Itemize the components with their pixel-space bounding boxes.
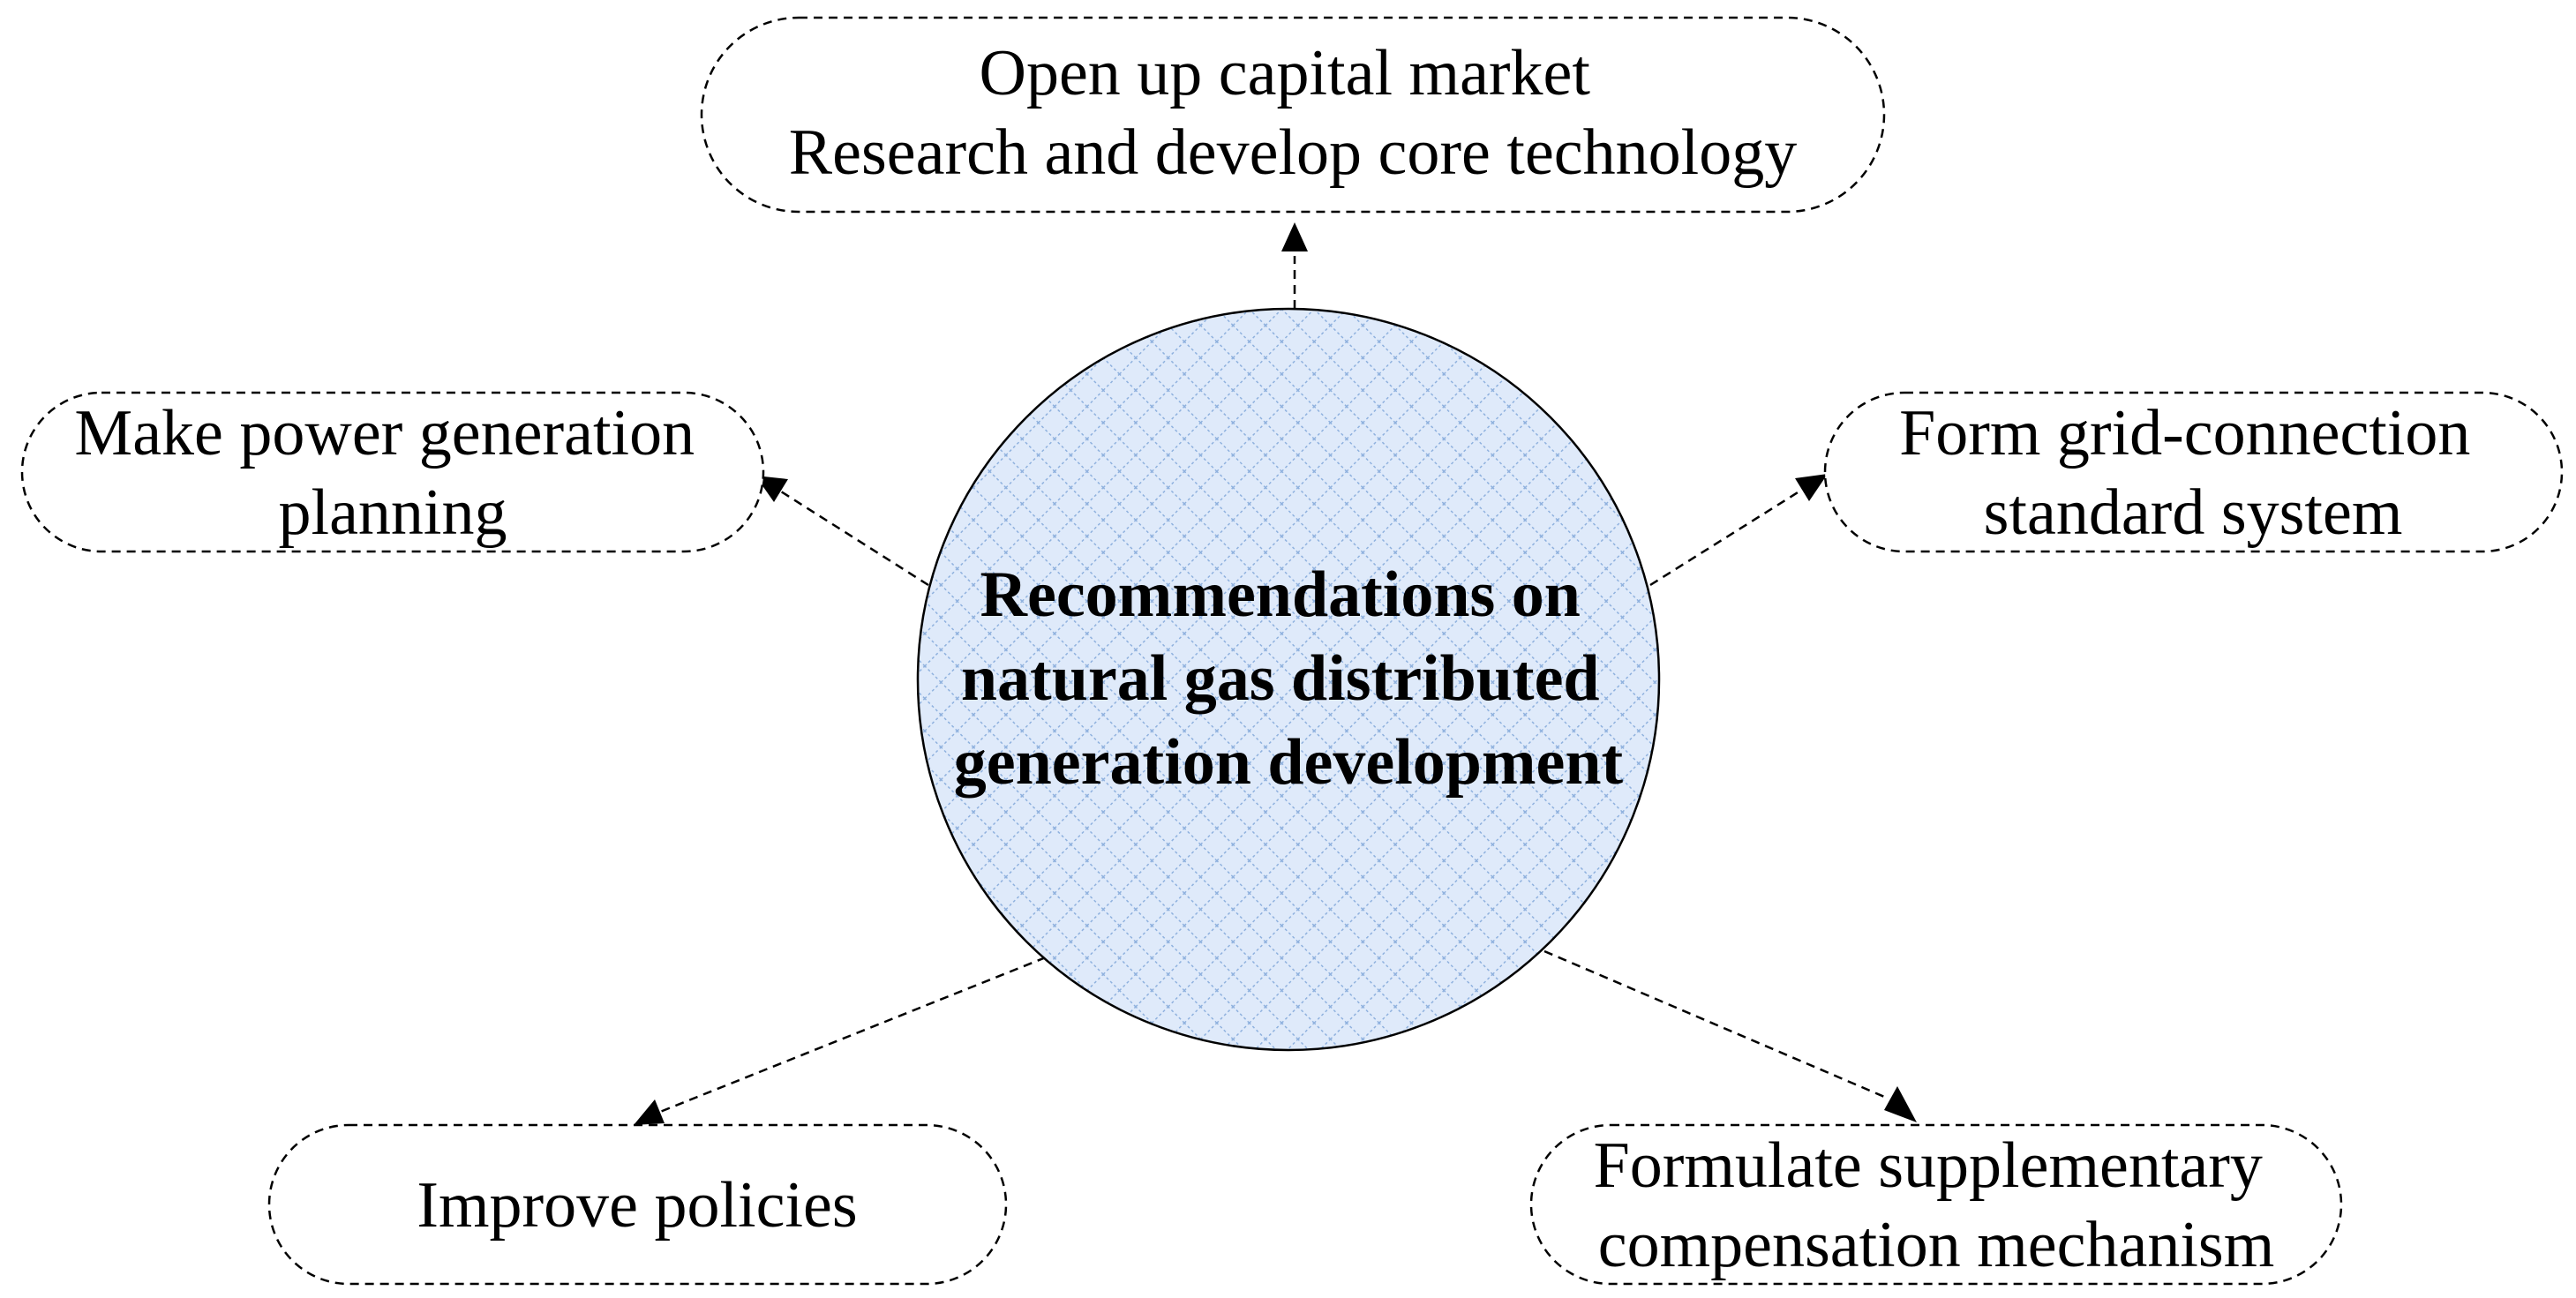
node-left-line-1: Make power generation [74,397,695,469]
node-top-line-1: Open up capital market [980,37,1591,109]
node-right-line-1: Form grid-connection [1899,397,2470,469]
node-bottom-left: Improve policies [267,1123,1008,1286]
connector-top [1281,222,1308,309]
center-title: Recommendations on natural gas distribut… [954,559,1624,799]
arrowhead-bottom-right-icon [1884,1086,1917,1122]
node-bottom-left-box [267,1123,1008,1286]
arrowhead-top-icon [1281,222,1308,251]
center-node: Recommendations on natural gas distribut… [916,307,1661,1052]
connector-right [1649,474,1828,587]
node-bottom-right-line-1: Formulate supplementary [1594,1129,2263,1202]
node-top-text: Open up capital market Research and deve… [789,37,1797,189]
connector-bottom-right [1543,949,1917,1122]
node-left-text: Make power generation planning [74,397,710,549]
node-bottom-left-text: Improve policies [417,1169,857,1242]
connector-left [755,476,929,587]
center-title-line-1: Recommendations on [980,559,1581,631]
node-right-line-2: standard system [1984,476,2403,549]
node-top-box [700,16,1886,214]
node-top: Open up capital market Research and deve… [700,16,1886,214]
node-bottom-right-line-2: compensation mechanism [1598,1209,2275,1281]
center-title-line-3: generation development [954,726,1624,799]
connector-bottom-left [634,956,1047,1125]
node-right: Form grid-connection standard system [1823,391,2564,553]
arrowhead-bottom-left-icon [634,1099,665,1125]
node-left-line-2: planning [279,476,507,549]
node-left-box [20,391,765,553]
node-left: Make power generation planning [20,391,765,553]
node-bottom-right-text: Formulate supplementary compensation mec… [1594,1129,2279,1281]
node-bottom-right-box [1529,1123,2343,1286]
node-bottom-right: Formulate supplementary compensation mec… [1529,1123,2343,1286]
node-right-text: Form grid-connection standard system [1899,397,2487,549]
arrowhead-right-icon [1795,474,1828,501]
center-title-line-2: natural gas distributed [961,642,1600,715]
node-right-box [1823,391,2564,553]
center-circle [916,307,1661,1052]
node-top-line-2: Research and develop core technology [789,116,1797,189]
node-bottom-left-line-1: Improve policies [417,1169,857,1242]
arrowhead-left-icon [755,476,788,502]
